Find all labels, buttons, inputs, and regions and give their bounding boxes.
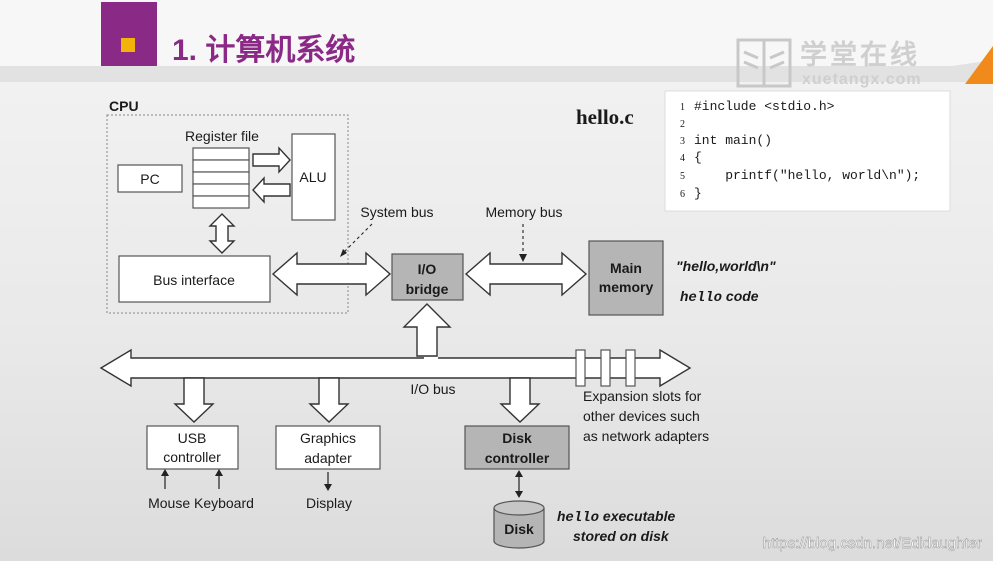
cpu-label: CPU <box>109 98 139 114</box>
expansion-slots <box>575 349 636 387</box>
expansion-note-1: Expansion slots for <box>583 388 702 404</box>
disk-controller-label-2: controller <box>485 450 550 466</box>
page-title: 1. 计算机系统 <box>172 33 355 67</box>
disk-note-1: hello executable <box>557 508 675 526</box>
disk-note-2: stored on disk <box>573 528 670 544</box>
display-label: Display <box>306 495 352 511</box>
system-bus-arrow <box>271 251 392 297</box>
bus-interface <box>118 255 271 303</box>
expansion-note-3: as network adapters <box>583 428 709 444</box>
disk-controller <box>464 425 570 470</box>
code-panel <box>664 90 951 212</box>
display-connector-head <box>324 484 332 491</box>
bridge-io-bus-arrow <box>402 303 452 357</box>
usb-controller <box>146 425 239 470</box>
code-line-number: 6 <box>680 189 685 200</box>
graphics-adapter-label-1: Graphics <box>300 430 356 446</box>
cpu-box <box>106 114 349 314</box>
disk-note-rest: executable <box>599 508 675 524</box>
system-bus-pointer <box>342 223 373 254</box>
bus-interface-label: Bus interface <box>153 272 235 288</box>
register-file <box>192 147 250 209</box>
code-line-number: 1 <box>680 102 685 113</box>
code-line-number: 2 <box>680 119 685 130</box>
disk-controller-label-1: Disk <box>502 430 532 446</box>
regfile-bus-arrow <box>208 213 236 254</box>
code-line-text: printf("hello, world\n"); <box>694 168 920 183</box>
alu-label: ALU <box>299 169 326 185</box>
register-file-label: Register file <box>185 128 259 144</box>
code-filename: hello.c <box>576 105 634 129</box>
graphics-adapter <box>275 425 381 470</box>
memory-note-code-rest: code <box>722 288 759 304</box>
logo-english: xuetangx.com <box>802 71 922 88</box>
code-lines: 1 #include <stdio.h> 2 3 int main() 4 { … <box>680 99 920 201</box>
disk-down-arrow <box>499 377 541 423</box>
code-line-text: int main() <box>694 133 772 148</box>
disk-cylinder-icon <box>493 500 545 549</box>
usb-down-arrow <box>173 377 215 423</box>
graphics-down-arrow <box>308 377 350 423</box>
pc-register <box>117 164 183 193</box>
usb-controller-label-2: controller <box>163 449 221 465</box>
code-line-number: 3 <box>680 136 685 147</box>
regfile-to-alu-arrow <box>252 146 291 174</box>
memory-bus-label: Memory bus <box>485 204 562 220</box>
usb-controller-label-1: USB <box>178 430 207 446</box>
disk-connector-head-up <box>515 470 523 477</box>
graphics-adapter-label-2: adapter <box>304 450 352 466</box>
alu <box>291 133 336 221</box>
logo-chinese: 学堂在线 <box>800 39 920 70</box>
memory-bus-pointer-head <box>519 254 527 262</box>
io-bridge-label-1: I/O <box>418 261 437 277</box>
io-bus-junction <box>424 357 438 360</box>
header-divider <box>0 60 993 82</box>
alu-to-regfile-arrow <box>252 176 291 204</box>
title-bullet-icon <box>121 38 135 52</box>
xuetangx-logo: 学堂在线 xuetangx.com <box>736 38 922 88</box>
disk-connector-head-down <box>515 491 523 498</box>
disk-label: Disk <box>504 521 534 537</box>
mouse-connector-head <box>161 469 169 476</box>
watermark: https://blog.csdn.net/Edidaughter <box>763 535 982 552</box>
mouse-keyboard-label: Mouse Keyboard <box>148 495 254 511</box>
main-memory-label-2: memory <box>599 279 654 295</box>
io-bridge <box>391 253 464 301</box>
main-memory-label-1: Main <box>610 260 642 276</box>
memory-bus-arrow <box>464 251 588 297</box>
code-line-text: } <box>694 186 702 201</box>
keyboard-connector-head <box>215 469 223 476</box>
code-line-number: 5 <box>680 171 685 182</box>
title-badge <box>101 2 157 66</box>
io-bridge-label-2: bridge <box>406 281 449 297</box>
main-memory <box>588 240 664 316</box>
system-bus-label: System bus <box>360 204 433 220</box>
system-bus-pointer-head <box>340 249 347 257</box>
book-icon <box>736 38 792 88</box>
memory-note-string: "hello,world\n" <box>676 258 776 274</box>
pc-label: PC <box>140 171 159 187</box>
memory-note-code-mono: hello <box>680 290 722 306</box>
io-bus-arrow <box>99 348 692 388</box>
io-bus-label: I/O bus <box>410 381 455 397</box>
disk-note-mono: hello <box>557 510 599 526</box>
code-line-text: { <box>694 150 702 165</box>
code-line-text: #include <stdio.h> <box>694 99 835 114</box>
code-line-number: 4 <box>680 153 685 164</box>
expansion-note-2: other devices such <box>583 408 700 424</box>
memory-note-code: hello code <box>680 288 759 306</box>
header-corner-accent <box>965 46 993 84</box>
